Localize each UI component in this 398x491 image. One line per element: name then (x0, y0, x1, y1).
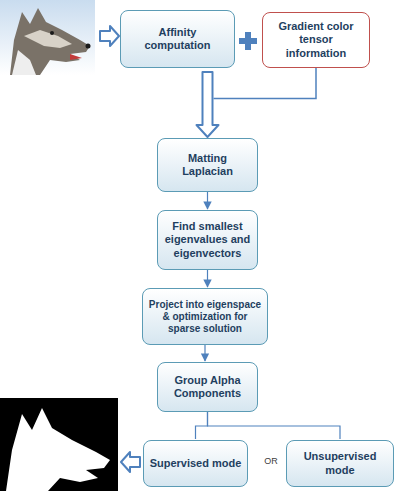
input-photo (0, 0, 95, 75)
process-box: Group Alpha Components (157, 362, 258, 412)
process-box: Matting Laplacian (157, 138, 258, 192)
connector (208, 412, 341, 439)
mode-box: Supervised mode (143, 440, 248, 487)
box-text: Unsupervised mode (292, 450, 388, 476)
box-text: Gradient color tensor information (268, 20, 364, 60)
output-arrow (121, 452, 140, 472)
process-box: Project into eigenspace & optimization f… (142, 288, 268, 345)
box-text: Affinity computation (126, 26, 229, 52)
connector (204, 345, 205, 361)
input-box: Gradient color tensor information (262, 12, 370, 68)
input-arrow (100, 26, 119, 46)
box-text: Supervised mode (150, 457, 242, 470)
box-text: Group Alpha Components (163, 374, 252, 400)
box-text: Matting Laplacian (163, 152, 252, 178)
connector (207, 270, 208, 287)
box-text: Project into eigenspace & optimization f… (148, 299, 262, 335)
output-matte (0, 398, 118, 491)
process-box: Find smallest eigenvalues and eigenvecto… (157, 210, 258, 270)
process-box: Affinity computation (120, 10, 235, 68)
plus-sign (239, 32, 257, 50)
connector (207, 192, 208, 209)
connector (214, 68, 317, 99)
connector (196, 412, 208, 439)
hollow-arrow (197, 72, 219, 137)
mode-box: Unsupervised mode (286, 440, 394, 487)
or-label: OR (256, 456, 286, 466)
box-text: Find smallest eigenvalues and eigenvecto… (163, 220, 252, 260)
